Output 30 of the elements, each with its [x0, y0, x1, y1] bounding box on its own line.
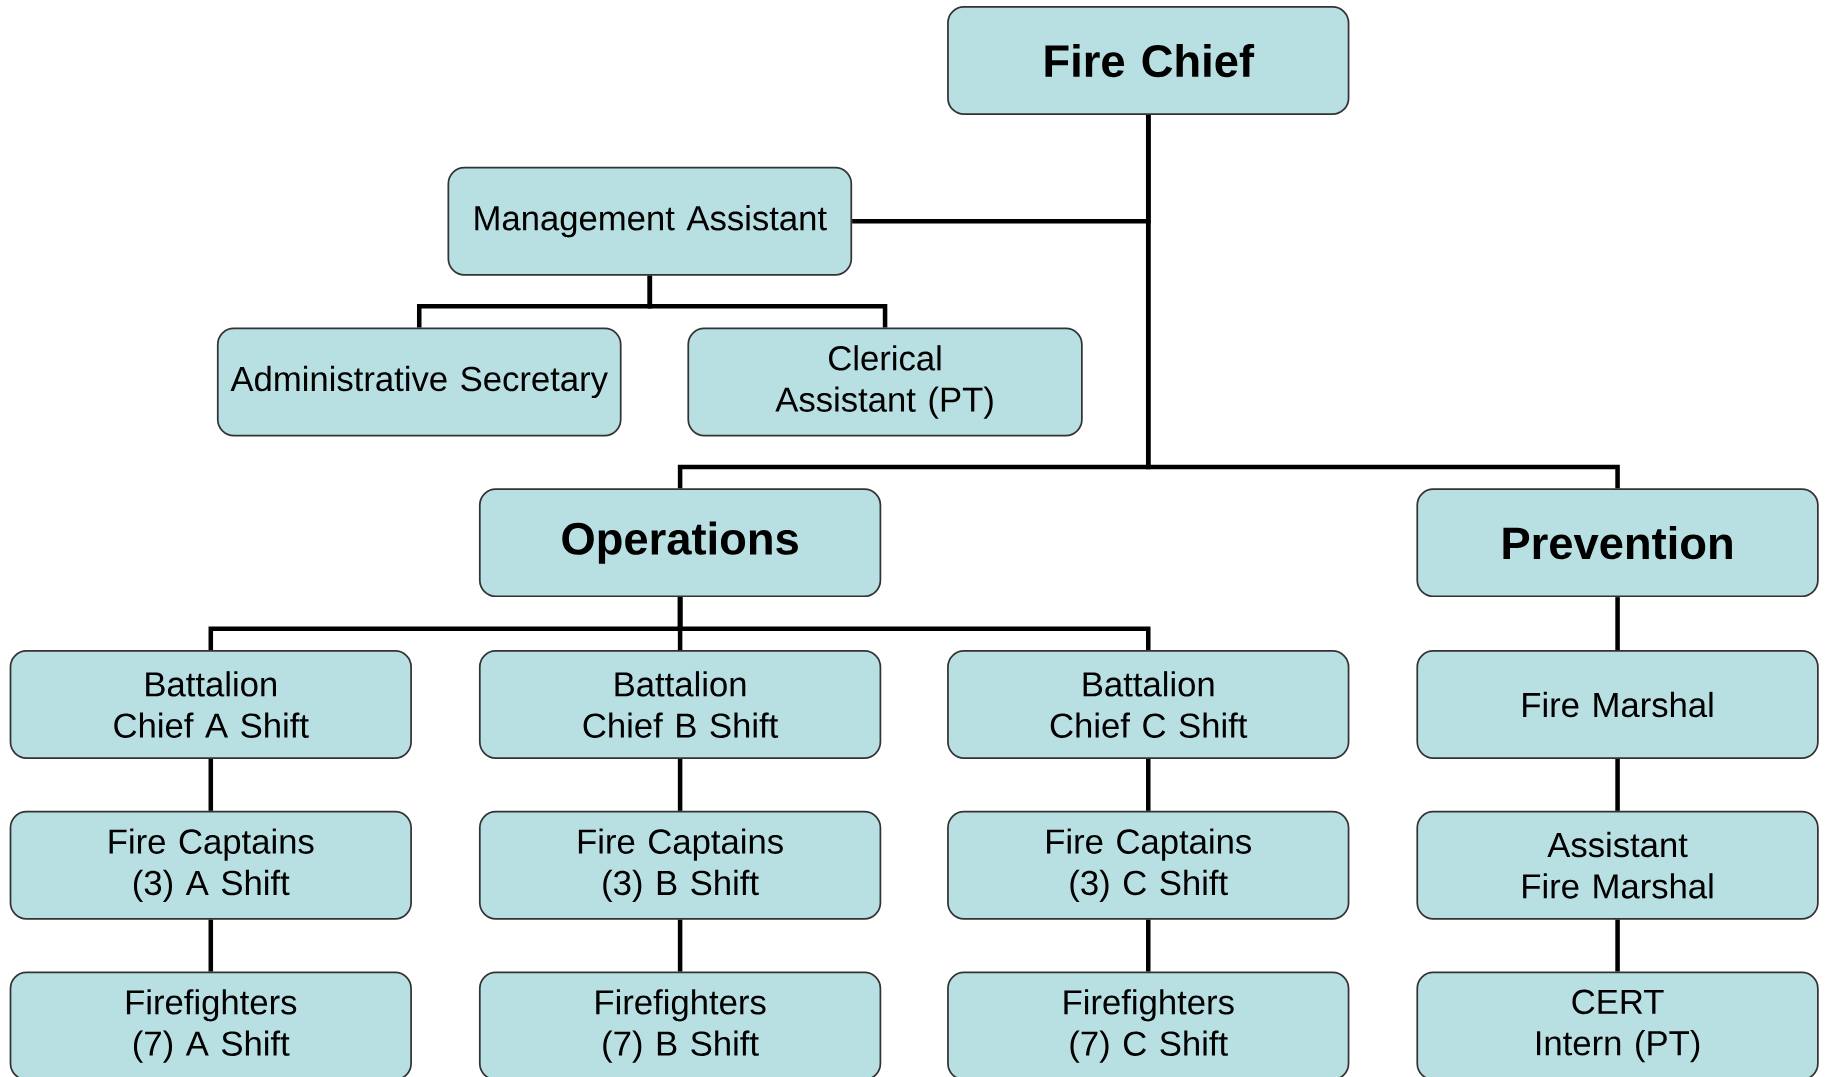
org-box: Prevention — [1416, 488, 1819, 598]
org-box: Fire Captains (3) B Shift — [478, 810, 882, 920]
org-box: Clerical Assistant (PT) — [687, 327, 1083, 437]
org-box: Battalion Chief C Shift — [947, 650, 1350, 759]
connector-line — [1615, 919, 1620, 972]
connector-line — [1615, 597, 1620, 651]
connector-line — [677, 759, 683, 811]
org-box: Battalion Chief B Shift — [478, 650, 882, 759]
connector-line — [1146, 115, 1620, 489]
org-box: Fire Captains (3) A Shift — [9, 810, 412, 920]
org-box: Firefighters (7) A Shift — [9, 971, 412, 1077]
org-box: Fire Marshal — [1416, 650, 1819, 759]
connector-line — [1146, 919, 1151, 972]
org-box: CERT Intern (PT) — [1416, 971, 1819, 1077]
connector-line — [1146, 759, 1151, 811]
org-box: Operations — [478, 488, 882, 598]
connector-line — [208, 919, 214, 972]
org-box: Fire Captains (3) C Shift — [947, 810, 1350, 920]
connector-line — [647, 275, 888, 328]
org-box: Administrative Secretary — [216, 327, 622, 437]
org-box: Firefighters (7) C Shift — [947, 971, 1350, 1077]
connector-line — [677, 919, 683, 972]
org-box: Firefighters (7) B Shift — [478, 971, 882, 1077]
org-box: Battalion Chief A Shift — [9, 650, 412, 759]
connector-line — [677, 597, 1151, 651]
org-box: Management Assistant — [447, 166, 853, 276]
org-box: Assistant Fire Marshal — [1416, 810, 1819, 920]
connector-line — [208, 759, 214, 811]
org-box: Fire Chief — [947, 6, 1350, 115]
connector-line — [1615, 759, 1620, 811]
